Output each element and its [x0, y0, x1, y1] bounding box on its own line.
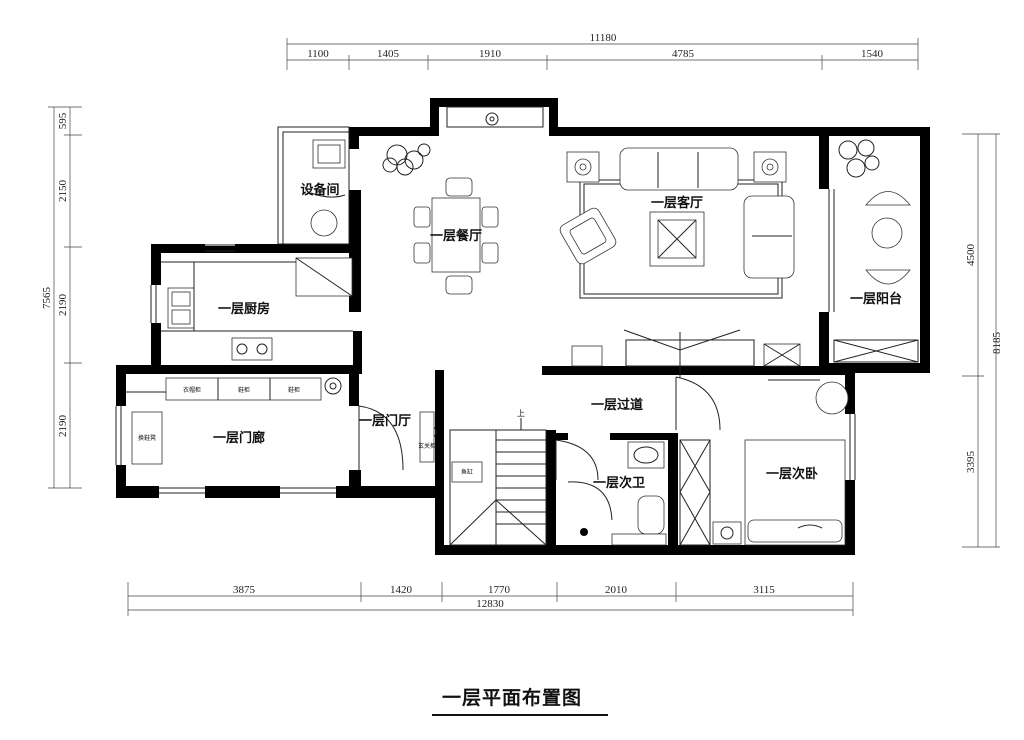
dim-right-total: 8185 [991, 332, 1003, 355]
bath-sink-icon [627, 441, 665, 469]
fish-tank [451, 461, 483, 483]
side-sofa [743, 195, 795, 279]
bottom-dimension-chain: 3875 1420 1770 2010 3115 12830 [127, 582, 854, 616]
cabinet-label: 鞋柜 [288, 386, 300, 394]
cabinet-label: 衣帽柜 [183, 386, 201, 394]
right-dimension-chain: 4500 3395 8185 [962, 133, 1003, 548]
windows [115, 106, 856, 494]
dim-top-seg: 1540 [861, 48, 884, 60]
dim-right-seg: 4500 [965, 244, 977, 267]
staircase [449, 418, 547, 546]
shoe-cabinet [165, 377, 322, 401]
stair-up-label: 上 [517, 409, 525, 418]
side-table-lamp [566, 151, 787, 183]
plant-icon [838, 139, 880, 178]
plant-icon [324, 377, 342, 395]
room-label-balcony: 一层阳台 [850, 291, 902, 307]
furniture [126, 112, 919, 546]
plant-icon [485, 112, 499, 126]
room-label-foyer: 一层门厅 [359, 413, 411, 429]
room-label-porch: 一层门廊 [213, 430, 265, 446]
three-seat-sofa [619, 147, 739, 191]
dim-top-total: 11180 [590, 32, 617, 44]
dim-left-seg: 2190 [57, 415, 69, 438]
plant-icon [382, 143, 431, 176]
dim-left-seg: 2150 [57, 180, 69, 203]
drawing-title: 一层平面布置图 [441, 687, 582, 709]
dim-top-seg: 1910 [479, 48, 502, 60]
room-label-bedroom: 一层次卧 [766, 466, 818, 482]
dim-bottom-seg: 3875 [233, 584, 256, 596]
walls [116, 98, 930, 555]
room-label-kitchen: 一层厨房 [218, 301, 270, 317]
room-label-bathroom: 一层次卫 [593, 475, 645, 491]
dim-bottom-seg: 1420 [390, 584, 413, 596]
dim-right-seg: 3395 [965, 451, 977, 474]
shoe-bench-label: 换鞋凳 [138, 434, 156, 442]
dim-left-total: 7565 [41, 287, 53, 310]
cabinet-label: 鞋柜 [238, 386, 250, 394]
left-dimension-chain: 7565 595 2150 2190 2190 [41, 106, 82, 489]
dim-left-seg: 2190 [57, 294, 69, 317]
top-dimension-chain: 11180 1100 1405 1910 4785 1540 [286, 32, 919, 70]
title-underline [432, 714, 608, 716]
room-label-corridor: 一层过道 [591, 397, 643, 413]
room-label-living: 一层客厅 [651, 195, 703, 211]
dim-bottom-seg: 3115 [753, 584, 775, 596]
room-labels: 设备间 一层餐厅 一层客厅 一层阳台 一层厨房 一层门厅 一层门廊 一层过道 一… [138, 182, 902, 491]
stove-icon [231, 337, 273, 361]
armchair [559, 207, 617, 265]
fish-tank-label: 鱼缸 [461, 468, 473, 476]
dining-chairs [413, 177, 499, 295]
dim-top-seg: 4785 [672, 48, 695, 60]
balcony-chairs [865, 191, 911, 285]
dim-bottom-seg: 2010 [605, 584, 628, 596]
room-label-equipment: 设备间 [300, 182, 339, 198]
toilet-icon [637, 495, 665, 535]
dim-top-seg: 1405 [377, 48, 400, 60]
wardrobe [679, 439, 711, 546]
shoe-bench [131, 411, 163, 465]
dining-table [431, 197, 481, 273]
entry-cabinet [419, 411, 435, 463]
dim-top-seg: 1100 [307, 48, 329, 60]
dim-left-seg: 595 [57, 112, 69, 129]
bedroom-chair [815, 381, 849, 415]
water-heater-icon [310, 209, 338, 237]
room-label-dining: 一层餐厅 [430, 228, 482, 244]
dim-bottom-seg: 1770 [488, 584, 511, 596]
entry-cabinet-label: 玄关柜 [418, 442, 436, 450]
dim-bottom-total: 12830 [476, 598, 504, 610]
